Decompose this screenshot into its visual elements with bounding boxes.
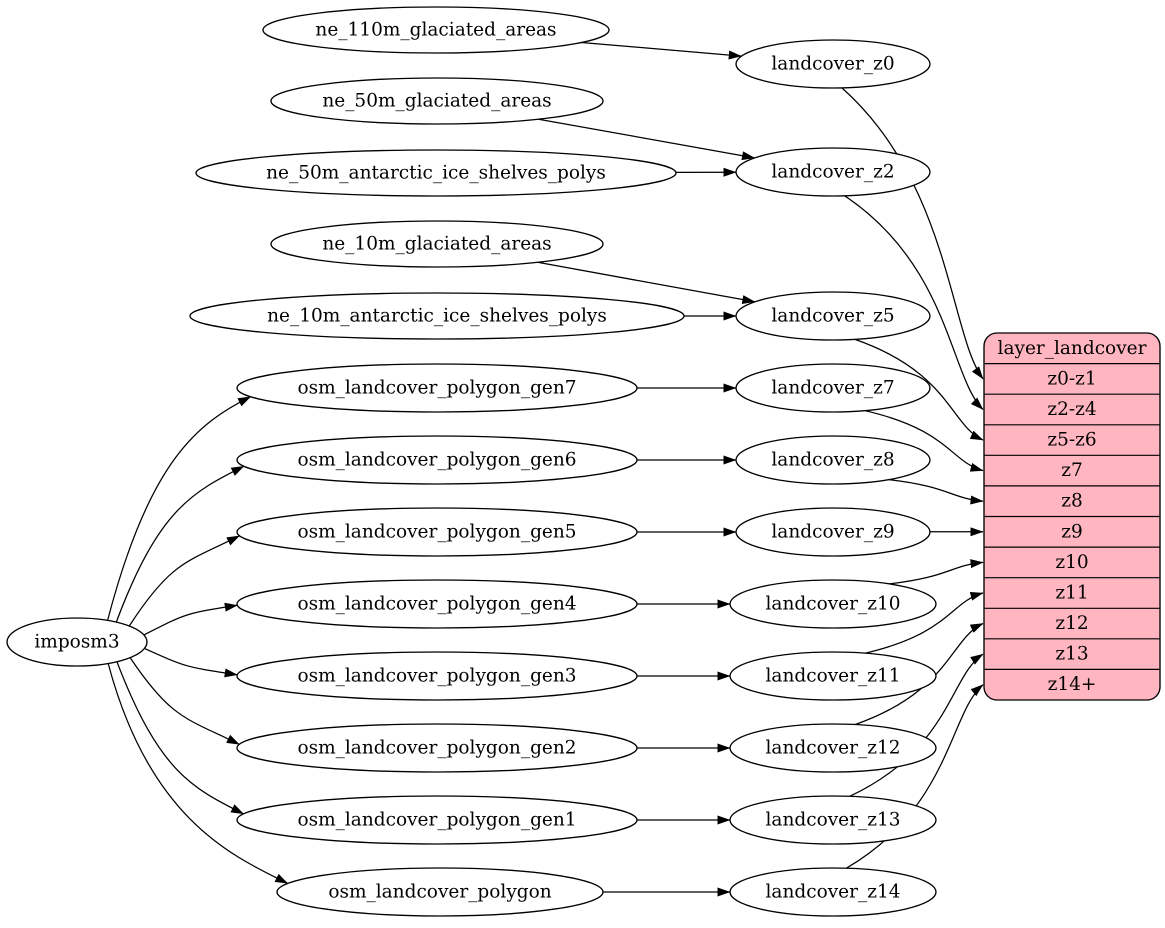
node-landcover_z14: landcover_z14 [730, 868, 936, 916]
node-landcover_z13: landcover_z13 [730, 796, 936, 844]
node-imposm3: imposm3 [7, 618, 147, 666]
record-row-label-z5-z6: z5-z6 [1047, 430, 1096, 451]
node-landcover_z8: landcover_z8 [736, 436, 930, 484]
record-row-label-z2-z4: z2-z4 [1047, 399, 1096, 420]
record-row-label-z14+: z14+ [1048, 674, 1097, 695]
edge-imposm3-osm_landcover_polygon [108, 664, 288, 884]
node-label: ne_50m_glaciated_areas [322, 91, 551, 112]
node-label: landcover_z14 [766, 882, 901, 903]
node-label: landcover_z2 [771, 162, 894, 183]
record-row-label-z8: z8 [1061, 491, 1083, 512]
record-row-label-z12: z12 [1055, 613, 1088, 634]
node-ne_50m_antarctic_ice_shelves_polys: ne_50m_antarctic_ice_shelves_polys [196, 150, 676, 196]
node-ne_10m_antarctic_ice_shelves_polys: ne_10m_antarctic_ice_shelves_polys [190, 293, 684, 339]
node-osm_landcover_polygon: osm_landcover_polygon [277, 868, 603, 916]
node-landcover_z0: landcover_z0 [736, 40, 930, 88]
node-label: landcover_z8 [771, 450, 894, 471]
edge-imposm3-osm_landcover_polygon_gen6 [116, 466, 244, 622]
node-landcover_z11: landcover_z11 [730, 652, 936, 700]
record-row-label-z10: z10 [1055, 552, 1088, 573]
node-label: osm_landcover_polygon_gen6 [297, 450, 576, 471]
node-label: ne_10m_glaciated_areas [322, 234, 551, 255]
node-label: landcover_z13 [766, 810, 901, 831]
record-row-label-z0-z1: z0-z1 [1047, 368, 1096, 389]
node-osm_landcover_polygon_gen4: osm_landcover_polygon_gen4 [237, 580, 637, 628]
node-label: landcover_z11 [766, 666, 901, 687]
node-ne_50m_glaciated_areas: ne_50m_glaciated_areas [271, 78, 603, 124]
node-label: osm_landcover_polygon_gen4 [297, 594, 576, 615]
node-label: osm_landcover_polygon_gen1 [297, 810, 576, 831]
node-osm_landcover_polygon_gen6: osm_landcover_polygon_gen6 [237, 436, 637, 484]
node-osm_landcover_polygon_gen1: osm_landcover_polygon_gen1 [237, 796, 637, 844]
node-osm_landcover_polygon_gen2: osm_landcover_polygon_gen2 [237, 724, 637, 772]
node-label: ne_50m_antarctic_ice_shelves_polys [266, 163, 606, 184]
edge-imposm3-osm_landcover_polygon_gen3 [145, 648, 238, 674]
edge-imposm3-osm_landcover_polygon_gen5 [129, 536, 239, 626]
record-header: layer_landcover [998, 338, 1147, 359]
edge-imposm3-osm_landcover_polygon_gen2 [130, 658, 239, 745]
node-label: osm_landcover_polygon_gen3 [297, 666, 576, 687]
record-row-label-z9: z9 [1061, 521, 1083, 542]
node-osm_landcover_polygon_gen3: osm_landcover_polygon_gen3 [237, 652, 637, 700]
record-node-layer_landcover: layer_landcover z0-z1 z2-z4 z5-z6 z7 z8 z9 z10 z… [984, 333, 1160, 700]
node-landcover_z5: landcover_z5 [736, 292, 930, 340]
node-ne_110m_glaciated_areas: ne_110m_glaciated_areas [263, 7, 609, 53]
node-label: osm_landcover_polygon [328, 882, 551, 903]
edge-landcover_z10-layer_landcover-z10 [889, 562, 983, 584]
node-label: landcover_z12 [766, 738, 901, 759]
record-row-label-z11: z11 [1055, 583, 1088, 604]
node-label: osm_landcover_polygon_gen2 [297, 738, 576, 759]
node-layer: imposm3 ne_110m_glaciated_areas ne_50m_gla… [7, 7, 936, 916]
node-osm_landcover_polygon_gen5: osm_landcover_polygon_gen5 [237, 508, 637, 556]
edge-imposm3-osm_landcover_polygon_gen4 [144, 605, 237, 635]
node-landcover_z9: landcover_z9 [736, 508, 930, 556]
node-label: osm_landcover_polygon_gen5 [297, 522, 576, 543]
node-landcover_z12: landcover_z12 [730, 724, 936, 772]
node-label: ne_110m_glaciated_areas [315, 20, 556, 41]
node-label: imposm3 [34, 632, 119, 653]
record-row-label-z13: z13 [1055, 644, 1088, 665]
node-ne_10m_glaciated_areas: ne_10m_glaciated_areas [271, 221, 603, 267]
node-label: landcover_z10 [766, 594, 901, 615]
edge-ne_110m_glaciated_areas-landcover_z0 [581, 43, 741, 57]
record-row-label-z7: z7 [1061, 460, 1083, 481]
node-label: osm_landcover_polygon_gen7 [297, 378, 576, 399]
node-label: landcover_z7 [771, 378, 894, 399]
node-landcover_z2: landcover_z2 [736, 148, 930, 196]
node-label: landcover_z0 [771, 54, 894, 75]
edge-landcover_z8-layer_landcover-z8 [889, 480, 983, 502]
node-landcover_z10: landcover_z10 [730, 580, 936, 628]
node-label: landcover_z9 [771, 522, 894, 543]
edge-ne_10m_glaciated_areas-landcover_z5 [538, 262, 755, 302]
node-osm_landcover_polygon_gen7: osm_landcover_polygon_gen7 [237, 364, 637, 412]
edge-ne_50m_glaciated_areas-landcover_z2 [539, 119, 755, 158]
node-label: ne_10m_antarctic_ice_shelves_polys [267, 306, 607, 327]
node-landcover_z7: landcover_z7 [736, 364, 930, 412]
node-label: landcover_z5 [771, 306, 894, 327]
